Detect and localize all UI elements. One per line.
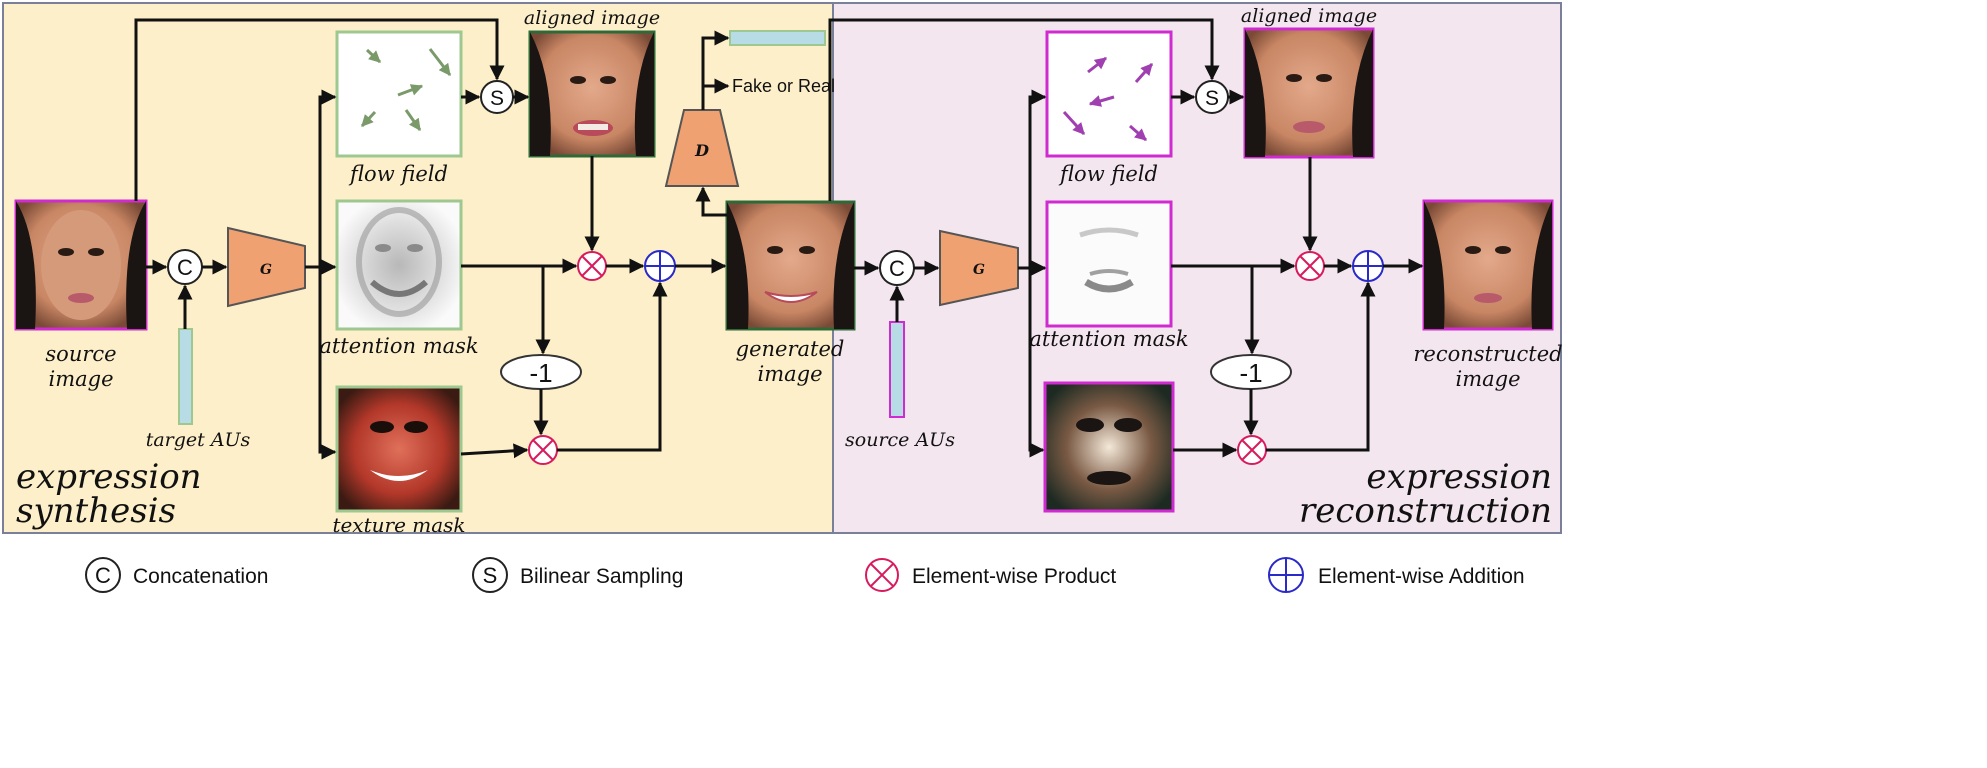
source-image-label-2: image — [48, 367, 113, 391]
flow-field-label-1: flow field — [348, 162, 448, 186]
attention-mask-image-1 — [335, 199, 463, 331]
flow-field-label-2: flow field — [1058, 162, 1158, 186]
element-product-node-3 — [1295, 251, 1325, 281]
reconstruction-title-line1: expression — [1366, 457, 1552, 497]
target-aus-bar — [178, 328, 193, 425]
element-addition-node-2 — [1352, 250, 1384, 282]
legend-sampling-icon: S — [472, 557, 508, 593]
element-product-node-2 — [528, 435, 558, 465]
element-product-node-1 — [577, 251, 607, 281]
aligned-image-2 — [1243, 27, 1375, 159]
legend-addition-label: Element-wise Addition — [1318, 565, 1525, 588]
generated-image-label-1: generated — [736, 337, 845, 361]
legend: C Concatenation S Bilinear Sampling Elem… — [85, 557, 1525, 593]
legend-bilinear-label: Bilinear Sampling — [520, 565, 683, 588]
reconstruction-connections — [828, 18, 1424, 458]
generated-image — [725, 200, 856, 331]
legend-concat-symbol: C — [95, 563, 111, 588]
source-aus-label: source AUs — [845, 429, 955, 451]
generator-1-label: G — [260, 262, 272, 278]
legend-sampling-symbol: S — [483, 563, 498, 588]
attention-mask-label-1: attention mask — [319, 334, 478, 358]
reconstructed-image-label-2: image — [1455, 367, 1520, 391]
source-aus-bar — [889, 321, 905, 418]
legend-product-label: Element-wise Product — [912, 565, 1116, 588]
generator-1 — [227, 226, 306, 308]
legend-product-icon — [865, 558, 899, 592]
discriminator-au-output — [729, 30, 826, 46]
flow-field-image-1 — [335, 30, 463, 158]
source-image — [14, 199, 148, 331]
aligned-image-label-1: aligned image — [524, 7, 660, 29]
reconstructed-image-label-1: reconstructed — [1413, 342, 1562, 366]
reconstructed-image — [1422, 199, 1554, 331]
generated-image-label-2: image — [757, 362, 822, 386]
concat-node-1-label: C — [177, 255, 193, 280]
legend-concat-icon: C — [85, 557, 121, 593]
texture-mask-label: texture mask — [332, 513, 465, 537]
generator-2-label: G — [973, 262, 985, 278]
concat-node-2-label: C — [889, 256, 905, 281]
attention-mask-label-2: attention mask — [1029, 327, 1188, 351]
source-image-label-1: source — [45, 342, 116, 366]
legend-concatenation-label: Concatenation — [133, 565, 268, 588]
legend-addition-icon — [1268, 557, 1304, 593]
sampling-node-2-label: S — [1205, 87, 1219, 110]
aligned-image-label-2: aligned image — [1241, 5, 1377, 27]
texture-mask-image — [335, 385, 463, 513]
reconstruction-title-line2: reconstruction — [1299, 491, 1552, 531]
discriminator-label: D — [694, 141, 709, 160]
negate-node-1-label: -1 — [529, 358, 552, 388]
element-product-node-4 — [1237, 435, 1267, 465]
target-aus-label: target AUs — [146, 429, 251, 451]
discriminator — [664, 109, 740, 187]
negate-node-2-label: -1 — [1239, 358, 1262, 388]
synthesis-title-line1: expression — [16, 457, 202, 497]
flow-field-image-2 — [1045, 30, 1173, 158]
aligned-image-1 — [528, 30, 656, 158]
generator-2 — [939, 229, 1019, 307]
attention-mask-image-2 — [1045, 200, 1173, 328]
synthesis-connections — [134, 18, 730, 460]
sampling-node-1-label: S — [490, 87, 504, 110]
fake-or-real-label: Fake or Real — [732, 76, 835, 96]
synthesis-title-line2: synthesis — [16, 491, 176, 531]
element-addition-node-1 — [644, 250, 676, 282]
texture-mask-image-2 — [1043, 381, 1175, 513]
